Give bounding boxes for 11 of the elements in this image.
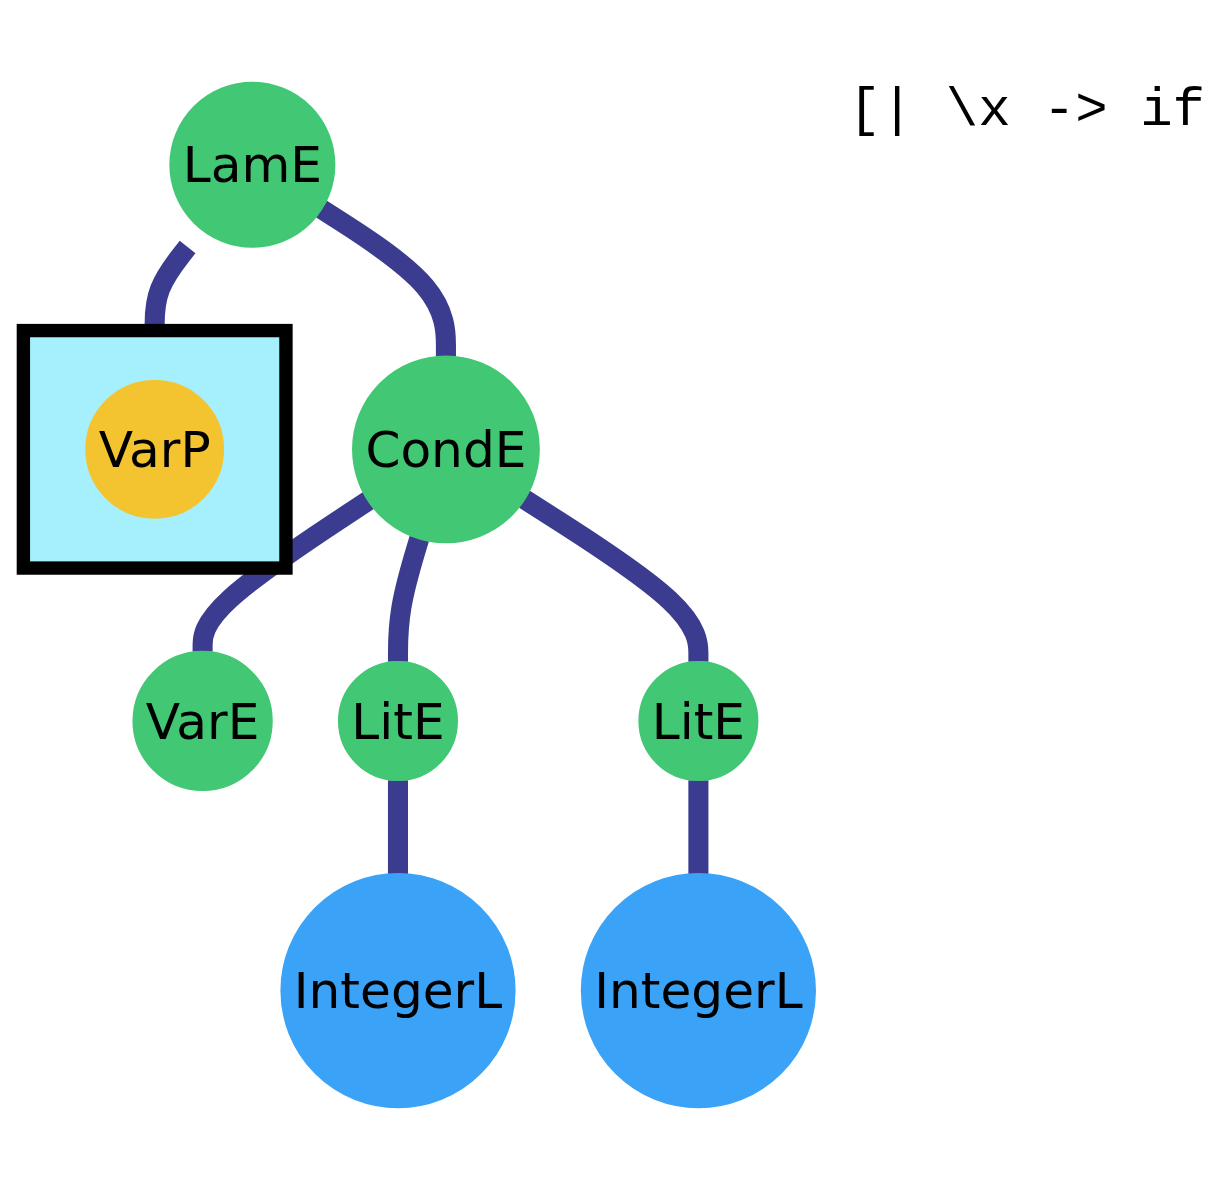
node-circle: LitE [638, 660, 759, 781]
node-circle: LamE [169, 81, 336, 248]
node-circle: VarE [132, 650, 273, 792]
node-circle: IntegerL [580, 873, 816, 1109]
connector [387, 535, 429, 664]
code-text: [| \x -> if [848, 80, 1205, 141]
node-circle: CondE [352, 355, 540, 544]
node-circle: IntegerL [280, 873, 516, 1109]
cluster [16, 323, 293, 575]
node-circle: VarP [85, 379, 225, 519]
node-circle: LitE [337, 660, 458, 781]
